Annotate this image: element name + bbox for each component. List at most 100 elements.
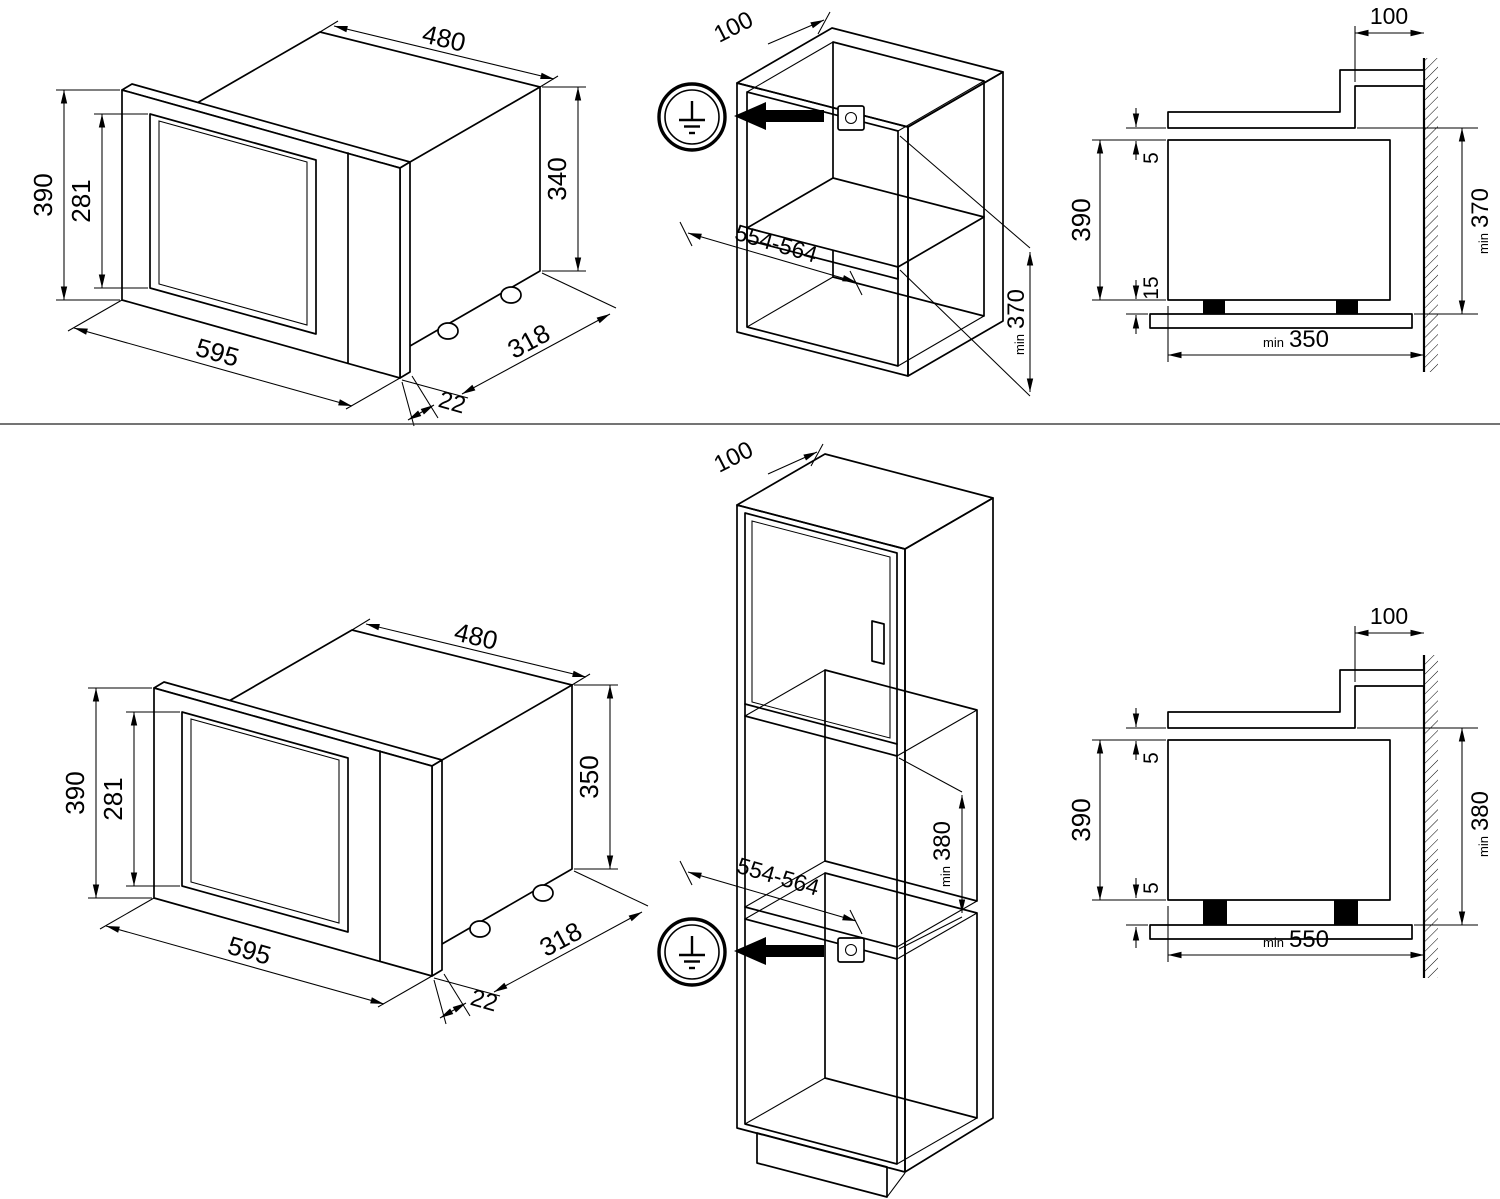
power-socket — [837, 105, 865, 131]
oven-foot — [437, 322, 459, 340]
oven-front-frame — [121, 89, 401, 379]
oven-isometric-view-b: 390 281 350 480 595 — [60, 617, 649, 1025]
oven-foot — [1203, 900, 1227, 925]
cabinet-front-frame-inner — [744, 512, 898, 1165]
dim-niche-height: min370 — [899, 135, 1034, 397]
dim-label-height-front: 390 — [60, 771, 90, 814]
dim-bottom-clearance: 15 — [1126, 276, 1163, 334]
oven-foot — [469, 920, 491, 938]
dim-height-front: 390 — [28, 89, 120, 301]
dim-label-height-door: 281 — [66, 179, 96, 222]
dim-label-rear-offset: 100 — [710, 436, 758, 478]
oven-foot — [1203, 300, 1225, 314]
wall-hatching — [1425, 58, 1438, 372]
power-socket-hole — [844, 943, 858, 957]
dim-rear-offset: 100 — [710, 436, 824, 478]
dim-label-niche-width: 554-564 — [734, 852, 823, 901]
side-section-view-b: 100 390 5 5 min380 — [1066, 603, 1494, 978]
dim-top-clearance: 5 — [1126, 108, 1166, 164]
dim-label-height-body: 350 — [574, 755, 604, 798]
dim-label-height-front: 390 — [28, 173, 58, 216]
dim-label-min-niche-height: min370 — [1467, 188, 1494, 254]
dim-label-min-niche-height: min380 — [1467, 791, 1494, 857]
dim-label-rear-gap: 100 — [1370, 603, 1408, 629]
dim-label-width-top: 480 — [452, 617, 501, 656]
cabinet-top-face — [736, 453, 994, 550]
base-board — [1149, 924, 1413, 940]
dim-frame-depth: 22 — [401, 375, 469, 427]
dim-label-niche-height: min380 — [929, 821, 956, 887]
oven-section-body — [1167, 739, 1391, 901]
oven-foot — [500, 286, 522, 304]
oven-frame-right-edge — [399, 161, 411, 379]
dim-height-front: 390 — [60, 687, 152, 899]
dim-label-oven-height: 390 — [1066, 798, 1096, 841]
dim-niche-height: min380 — [898, 757, 966, 950]
dim-height-door: 281 — [66, 113, 148, 289]
dim-rear-offset: 100 — [710, 6, 831, 48]
dim-label-rear-gap: 100 — [1370, 3, 1408, 29]
dim-label-bottom-clearance: 5 — [1140, 882, 1163, 894]
earth-ground-icon — [657, 82, 727, 152]
dim-rear-gap: 100 — [1354, 3, 1424, 82]
dim-rear-gap: 100 — [1354, 603, 1424, 682]
dim-oven-height: 390 — [1066, 139, 1166, 301]
dim-label-depth-body: 318 — [535, 916, 587, 963]
earth-ground-icon — [657, 917, 727, 987]
dim-min-niche-height: min380 — [1357, 727, 1494, 926]
cabinet-door-panel — [751, 520, 891, 739]
dim-bottom-clearance: 5 — [1126, 878, 1163, 948]
dim-label-bottom-clearance: 15 — [1140, 276, 1163, 299]
dim-height-body: 350 — [574, 684, 618, 870]
ground-pointer-arrow — [734, 937, 824, 965]
top-board — [1167, 69, 1425, 129]
dim-label-width-front: 595 — [192, 332, 242, 373]
oven-body-right-face — [409, 86, 541, 347]
oven-foot — [1336, 300, 1358, 314]
oven-front-frame — [153, 687, 433, 977]
oven-isometric-view-a: 390 281 340 480 595 — [28, 19, 617, 427]
power-socket-hole — [844, 111, 858, 125]
dim-label-niche-height: min370 — [1003, 289, 1030, 355]
dim-label-oven-height: 390 — [1066, 198, 1096, 241]
dim-height-door: 281 — [98, 711, 180, 887]
dim-label-frame-depth: 22 — [468, 984, 501, 1017]
top-board — [1167, 669, 1425, 729]
dim-label-rear-offset: 100 — [710, 6, 758, 48]
side-section-view-a: 100 390 5 15 min370 — [1066, 3, 1494, 372]
oven-door-window-inner — [190, 718, 340, 924]
cabinet-niche-view-a: 100 554-564 min370 — [657, 6, 1034, 397]
oven-section-body — [1167, 139, 1391, 301]
dim-width-top: 480 — [351, 617, 591, 686]
cabinet-front-face — [736, 504, 906, 1173]
oven-foot — [1334, 900, 1358, 925]
power-socket — [837, 937, 865, 963]
dim-label-width-front: 595 — [224, 930, 274, 971]
base-board — [1149, 313, 1413, 329]
dim-label-top-clearance: 5 — [1140, 752, 1163, 764]
dim-top-clearance: 5 — [1126, 708, 1166, 764]
dim-label-top-clearance: 5 — [1140, 152, 1163, 164]
dim-min-niche-height: min370 — [1357, 127, 1494, 315]
dim-label-height-body: 340 — [542, 157, 572, 200]
oven-body-right-face — [441, 684, 573, 945]
niche-rear-wall — [824, 669, 978, 902]
wall-hatching — [1425, 655, 1438, 978]
dim-label-frame-depth: 22 — [436, 386, 469, 419]
tall-cabinet-view-b: 100 554-564 min380 — [657, 436, 994, 1198]
oven-foot — [532, 884, 554, 902]
dim-width-top: 480 — [319, 19, 559, 88]
oven-frame-right-edge — [431, 759, 443, 977]
dim-width-front: 595 — [67, 299, 401, 410]
dim-height-body: 340 — [542, 86, 586, 272]
dim-label-depth-body: 318 — [503, 318, 555, 365]
dim-label-width-top: 480 — [420, 19, 469, 58]
ground-pointer-arrow — [734, 102, 824, 130]
oven-door-window-inner — [158, 120, 308, 326]
cabinet-door-handle — [871, 620, 885, 665]
